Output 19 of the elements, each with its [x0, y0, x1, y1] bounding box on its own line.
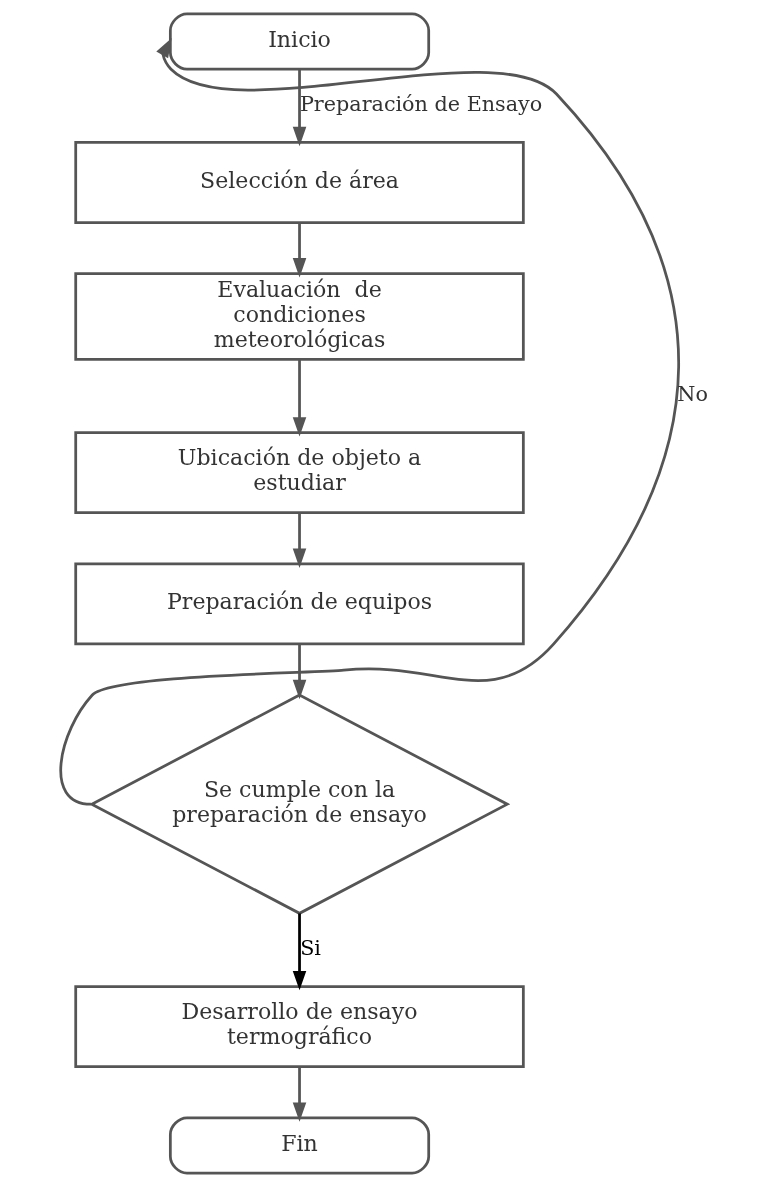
node-box: Fin [168, 1116, 430, 1175]
arrow [292, 69, 306, 147]
arrow [292, 512, 306, 568]
arrow [292, 913, 306, 991]
node-box: Inicio [168, 12, 430, 71]
arrow [292, 1067, 306, 1122]
edge-label: No [676, 381, 708, 406]
node-box: Preparación de equipos [73, 562, 525, 646]
node-box: Selección de área [73, 141, 525, 224]
node-box: Desarrollo de ensayo termográfico [73, 985, 525, 1069]
node-box: Evaluación de condiciones meteorológicas [73, 272, 525, 361]
edge-label: Preparación de Ensayo [299, 91, 542, 116]
node-box: Ubicación de objeto a estudiar [73, 431, 525, 515]
arrow [292, 359, 306, 437]
node-diamond: Se cumple con la preparación de ensayo [88, 693, 510, 915]
arrow [292, 644, 306, 700]
edge-label: Si [299, 935, 321, 960]
arrow [292, 222, 306, 278]
arrow [59, 37, 680, 806]
